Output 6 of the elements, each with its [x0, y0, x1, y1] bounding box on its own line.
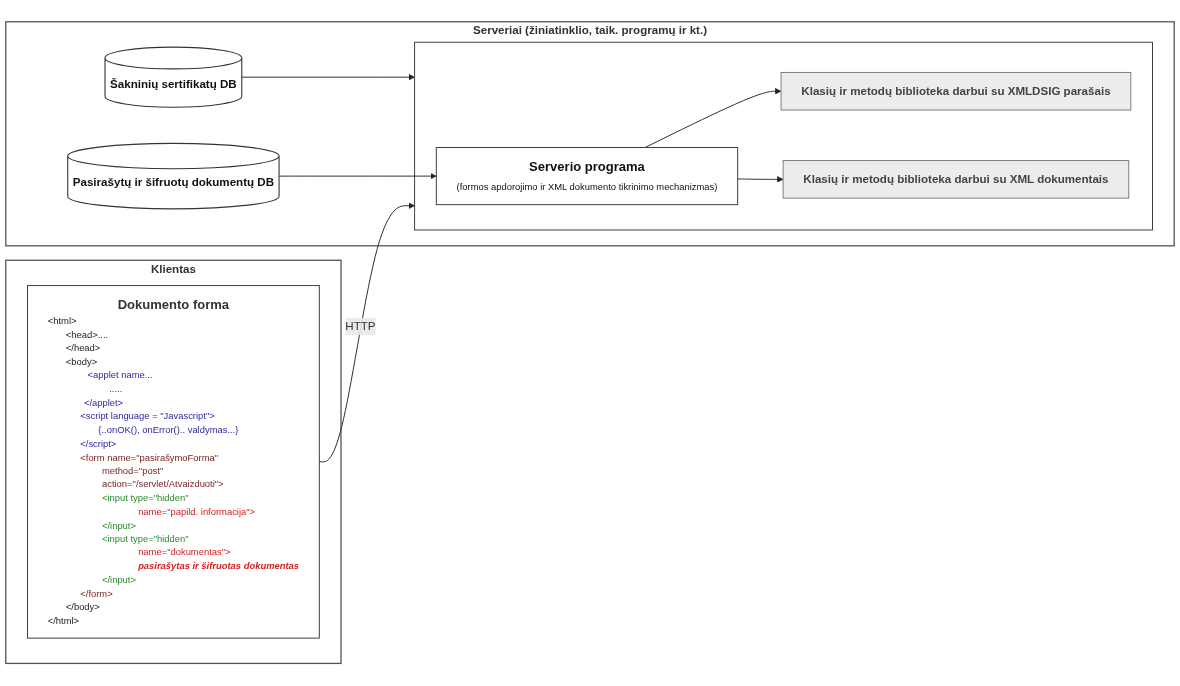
node-box: Klasių ir metodų biblioteka darbui su XMLDSIG parašais: [780, 72, 1132, 111]
edge-label: HTTP: [345, 320, 376, 333]
node-box: Dokumento forma <html> <head>.... </head> <body> <applet name... ..... </applet> <script language = "Javascript"> {..onOK(), onError().. valdymas...} </script> <form name="pasirašymoForma" method="post" action="/servlet/Atvaizduoti"> <input type="hidden" name="papild. informacija"> </input> <input type="hidden" name="dokumentas"> pasirašytas ir šifruotas dokumentas </input> </form> </body> </html>: [27, 285, 320, 639]
node-box: Klasių ir metodų biblioteka darbui su XML dokumentais: [782, 160, 1130, 199]
cluster: [414, 42, 1153, 231]
node-box: Serverio programa (formos apdorojimo ir XML dokumento tikrinimo mechanizmas): [435, 147, 739, 206]
